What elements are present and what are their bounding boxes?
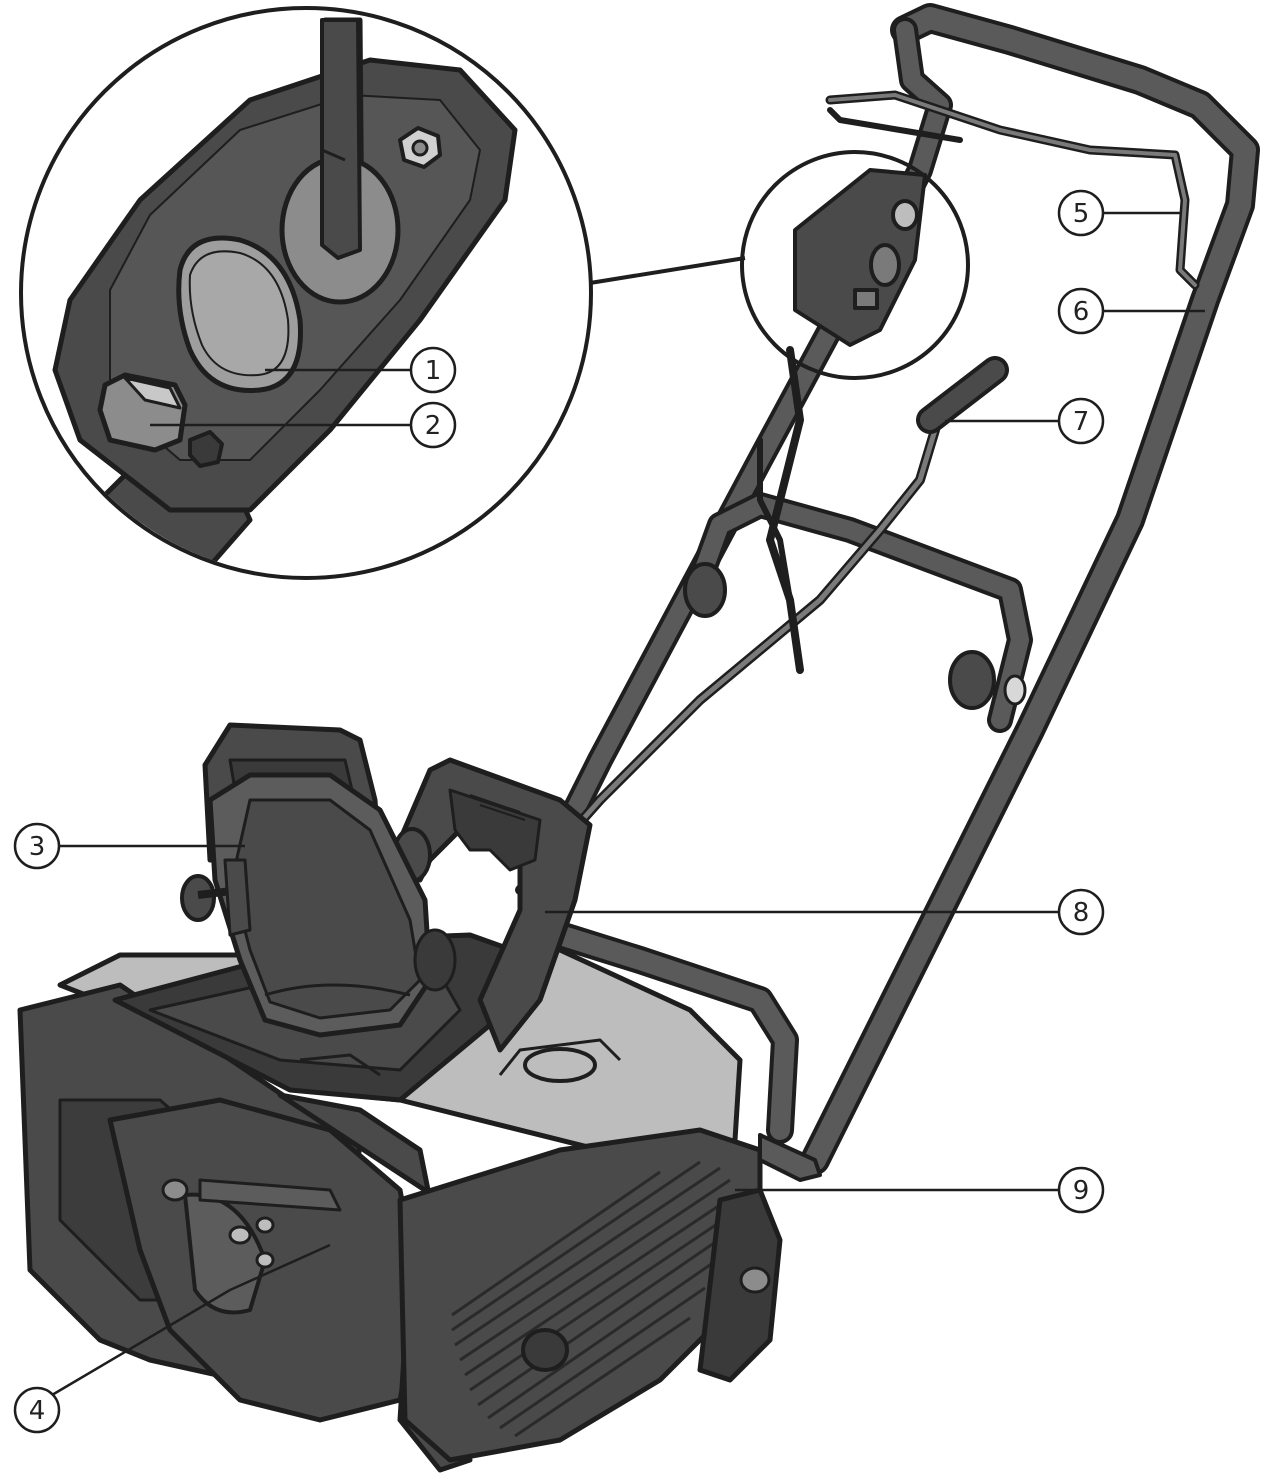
callout-8-label: 8 bbox=[1073, 898, 1090, 928]
switch-box-small bbox=[793, 168, 927, 347]
callout-9: 9 bbox=[1057, 1166, 1105, 1214]
callout-4-leader bbox=[51, 1288, 231, 1397]
side-vent-panel bbox=[397, 1127, 763, 1463]
carry-handle bbox=[397, 757, 593, 1053]
callout-2-label: 2 bbox=[425, 411, 442, 441]
handle-knob-left bbox=[683, 562, 727, 618]
callout-2: 2 bbox=[409, 401, 457, 449]
vent-slots bbox=[451, 1160, 736, 1438]
callout-8: 8 bbox=[1057, 888, 1105, 936]
power-cord bbox=[766, 346, 804, 674]
callout-3: 3 bbox=[13, 822, 61, 870]
callouts: 1 2 3 4 5 6 bbox=[13, 189, 1205, 1434]
detail-circle-small bbox=[740, 150, 970, 380]
callout-4: 4 bbox=[13, 1386, 61, 1434]
callout-5: 5 bbox=[1057, 189, 1105, 237]
callout-7: 7 bbox=[1057, 397, 1105, 445]
detail-connector bbox=[589, 256, 746, 285]
callout-1: 1 bbox=[409, 346, 457, 394]
callout-6-label: 6 bbox=[1073, 297, 1090, 327]
handle-knob-right bbox=[948, 650, 996, 710]
callout-3-label: 3 bbox=[29, 832, 46, 862]
callout-1-label: 1 bbox=[425, 356, 442, 386]
callout-6: 6 bbox=[1057, 287, 1105, 335]
handle-assembly bbox=[515, 3, 1260, 1175]
callout-5-label: 5 bbox=[1073, 199, 1090, 229]
main-housing bbox=[17, 722, 822, 1473]
callout-7-label: 7 bbox=[1073, 407, 1090, 437]
callout-4-label: 4 bbox=[29, 1396, 46, 1426]
chute-crank-knob bbox=[180, 874, 216, 922]
callout-9-label: 9 bbox=[1073, 1176, 1090, 1206]
detail-switch-closeup bbox=[19, 6, 593, 580]
